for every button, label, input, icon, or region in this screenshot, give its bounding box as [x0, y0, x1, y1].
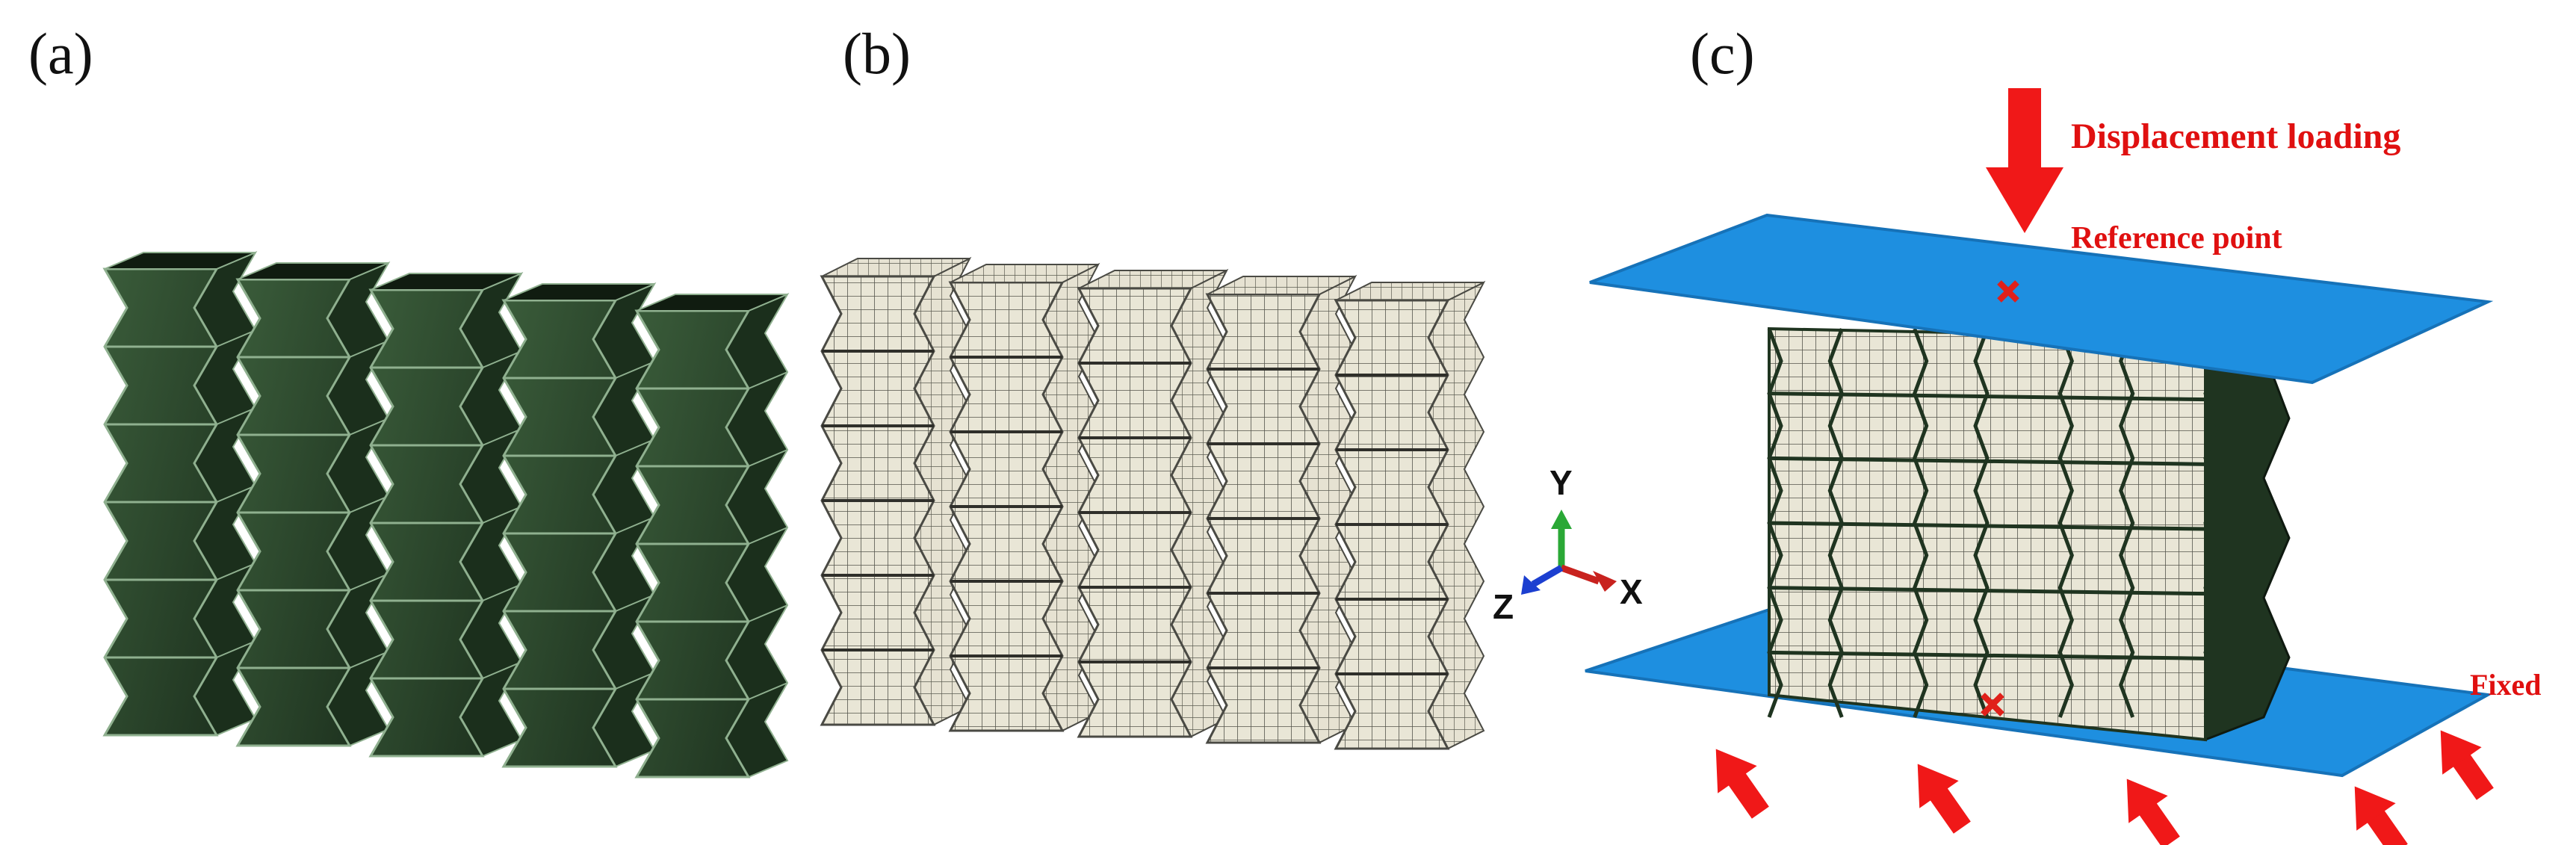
specimen-zigzag-wall [1767, 328, 1783, 718]
cell-wall-depth [349, 340, 389, 358]
panel-label-a: (a) [28, 21, 93, 86]
specimen-zigzag-wall [2119, 328, 2135, 718]
fixed-arrow-shaft [2366, 809, 2408, 845]
mesh-top-face [1078, 270, 1227, 289]
mesh-top-face [821, 258, 970, 277]
cell-wall-depth [349, 418, 389, 436]
fixed-arrow [2354, 786, 2408, 845]
fixed-arrow-shaft [2138, 802, 2180, 845]
cell-wall-depth [748, 682, 788, 700]
cell-wall-depth [216, 640, 256, 658]
cell-wall-depth [615, 439, 655, 456]
honeycomb-model-solid [102, 250, 790, 779]
compression-setup: Displacement loading Reference point Fix… [1585, 88, 2542, 845]
specimen-zigzag-wall [2058, 328, 2074, 718]
fixed-arrow [2440, 730, 2494, 800]
panel-label-c: (c) [1690, 21, 1755, 86]
fixed-arrow [1917, 764, 1971, 834]
cell-wall-depth [615, 361, 655, 379]
cell-wall-depth [748, 371, 788, 389]
cell-wall-depth [615, 516, 655, 534]
honeycomb-specimen [1767, 326, 2291, 742]
fixed-arrow [1715, 749, 1769, 819]
cell-wall-depth [748, 527, 788, 545]
cell-wall-depth [482, 661, 522, 679]
fixed-support-arrows [1715, 730, 2494, 845]
label-reference-point: Reference point [2071, 221, 2282, 256]
axis-triad: Y Z X [1493, 463, 1643, 626]
fixed-arrow-shaft [1929, 787, 1971, 834]
top-rigid-plate [1589, 213, 2494, 385]
displacement-loading-arrow [1986, 88, 2063, 233]
label-displacement-loading: Displacement loading [2071, 117, 2400, 156]
cell-wall-depth [349, 573, 389, 591]
specimen-zigzag-wall [2203, 328, 2220, 718]
fixed-arrow-head [2354, 786, 2396, 831]
fixed-arrow [2126, 779, 2180, 845]
column-top-face [503, 283, 655, 301]
cell-wall-depth [615, 594, 655, 612]
cell-wall-depth [482, 350, 522, 368]
cell-wall-depth [349, 495, 389, 513]
label-fixed: Fixed [2470, 668, 2542, 702]
column-top-face [636, 294, 788, 312]
specimen-zigzag-wall [1913, 328, 1929, 718]
cell-wall-depth [216, 407, 256, 425]
column-top-face [104, 252, 256, 270]
fixed-arrow-head [1715, 749, 1757, 793]
cell-wall-depth [216, 563, 256, 581]
axis-label-z: Z [1493, 587, 1514, 626]
reference-point-bottom-marker [1981, 693, 2004, 716]
panel-label-b: (b) [843, 21, 911, 86]
honeycomb-model-mesh [820, 256, 1486, 750]
fixed-arrow-shaft [2452, 753, 2494, 800]
cell-wall-depth [482, 428, 522, 446]
cell-wall-depth [482, 506, 522, 524]
cell-wall-depth [349, 651, 389, 669]
specimen-zigzag-wall [1827, 328, 1844, 718]
cell-wall-depth [615, 672, 655, 690]
fixed-arrow-head [2440, 730, 2482, 775]
cell-wall-depth [748, 604, 788, 622]
column-top-face [370, 273, 522, 291]
cell-wall-depth [482, 584, 522, 601]
axis-label-x: X [1620, 572, 1643, 611]
fixed-arrow-head [2126, 779, 2168, 823]
specimen-zigzag-wall [1973, 328, 1990, 718]
reference-point-top-marker [1997, 280, 2019, 303]
fixed-arrow-head [1917, 764, 1959, 808]
mesh-top-face [950, 264, 1099, 283]
specimen-side-face [2204, 336, 2291, 742]
cell-wall-depth [216, 485, 256, 503]
mesh-top-face [1335, 282, 1484, 301]
axis-label-y: Y [1549, 463, 1573, 502]
cell-wall-depth [748, 449, 788, 467]
fixed-arrow-shaft [1727, 772, 1769, 819]
cell-wall-depth [216, 329, 256, 347]
column-top-face [237, 262, 389, 280]
mesh-top-face [1207, 276, 1356, 295]
